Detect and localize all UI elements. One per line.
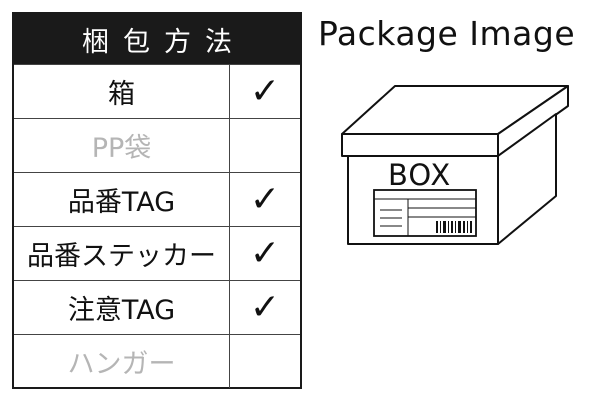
checkmark-icon: ✓ — [249, 71, 281, 112]
packing-method-table: 梱包方法 箱 ✓ PP袋 品番TAG ✓ 品番ステッカー ✓ 注意TAG ✓ ハ… — [12, 12, 302, 389]
table-row: 注意TAG ✓ — [14, 280, 300, 334]
row-label-caution-tag: 注意TAG — [14, 281, 230, 334]
checkmark-icon: ✓ — [249, 287, 281, 328]
checkmark-icon: ✓ — [249, 233, 281, 274]
table-row: 品番TAG ✓ — [14, 172, 300, 226]
table-header: 梱包方法 — [14, 14, 300, 64]
empty-check-cell — [230, 119, 300, 172]
package-image-title: Package Image — [318, 14, 576, 53]
checkmark-icon: ✓ — [249, 179, 281, 220]
table-row: 箱 ✓ — [14, 64, 300, 118]
table-row: ハンガー — [14, 334, 300, 388]
row-label-hanger: ハンガー — [14, 335, 230, 388]
box-illustration — [341, 85, 569, 245]
empty-check-cell — [230, 335, 300, 388]
row-label-pp-bag: PP袋 — [14, 119, 230, 172]
table-row: 品番ステッカー ✓ — [14, 226, 300, 280]
row-label-product-sticker: 品番ステッカー — [14, 227, 230, 280]
row-label-product-tag: 品番TAG — [14, 173, 230, 226]
table-row: PP袋 — [14, 118, 300, 172]
row-label-box: 箱 — [14, 65, 230, 118]
box-label-text: BOX — [388, 158, 452, 192]
shipping-label-icon — [373, 189, 477, 237]
